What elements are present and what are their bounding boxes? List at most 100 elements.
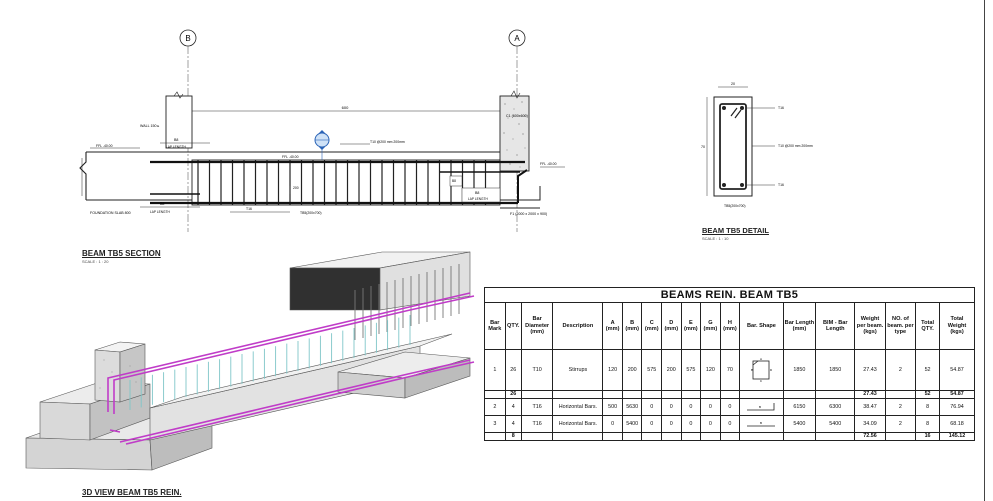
- section-scale: SCALE : 1 : 20: [82, 259, 109, 264]
- section-title: BEAM TB5 SECTION: [82, 249, 161, 258]
- cell-tw: 76.94: [939, 398, 975, 416]
- cell-wpb: 27.43: [854, 349, 886, 391]
- detail-dim-h: 70: [701, 145, 705, 149]
- cell-desc: Horizontal Bars.: [552, 415, 604, 433]
- svg-text:B: B: [760, 421, 762, 425]
- lap-left2: LAP LENGTH: [150, 210, 170, 214]
- column-label: C1 (600x600): [506, 114, 528, 118]
- cell-mark: 3: [484, 415, 506, 433]
- grid-label-a: A: [514, 34, 520, 43]
- cell-qty: 4: [504, 398, 522, 416]
- cell-mark: 2: [484, 398, 506, 416]
- cell-a: 120: [602, 349, 623, 391]
- lap-left: LAP LENGTH: [166, 145, 186, 149]
- col-description: Description: [552, 302, 604, 350]
- stirrup-group: [197, 160, 487, 205]
- svg-text:A: A: [760, 357, 762, 361]
- sheet-border: [984, 0, 985, 501]
- left-wall: [165, 95, 193, 149]
- cell-tw: 68.18: [939, 415, 975, 433]
- table-header-row: Bar Mark QTY. Bar Diameter (mm) Descript…: [484, 302, 975, 350]
- b8-right-b: B8: [452, 179, 456, 183]
- tag-stirrup: T10 @200 mm 200mm: [370, 140, 405, 144]
- view3d-model: [25, 251, 475, 471]
- cell-dia: T16: [520, 398, 554, 416]
- col-bar-length: Bar Length (mm): [782, 302, 817, 350]
- col-e: E (mm): [680, 302, 702, 350]
- detail-tag-3: T16: [778, 183, 784, 187]
- b8-left-b: B8: [160, 202, 164, 206]
- subtotal-tqty: 52: [915, 390, 941, 399]
- cell-len: 5400: [782, 415, 817, 433]
- svg-text:D: D: [770, 368, 773, 372]
- cell-tqty: 52: [915, 349, 941, 391]
- cell-bim: 1850: [815, 349, 856, 391]
- column-hatch: [503, 101, 526, 168]
- b8-right-a: B8: [475, 191, 479, 195]
- l-bar-shape-icon: B: [747, 403, 775, 411]
- table-row: 3 4 T16 Horizontal Bars. 0 5400 0 0 0 0 …: [484, 415, 975, 433]
- stirrup-group-3d: [129, 315, 411, 410]
- cell-tqty: 8: [915, 398, 941, 416]
- foundation-slab: [79, 151, 500, 201]
- svg-text:B: B: [751, 368, 753, 372]
- table-title: BEAMS REIN. BEAM TB5: [484, 287, 975, 303]
- cell-b: 5630: [621, 398, 643, 416]
- col-g: G (mm): [700, 302, 721, 350]
- cell-dia: T10: [520, 349, 554, 391]
- cell-e: 575: [680, 349, 702, 391]
- subtotal-wpb: 27.43: [854, 390, 886, 399]
- bar-hook-right: [517, 169, 528, 203]
- detail-dim-w: 20: [731, 82, 735, 86]
- detail-title: BEAM TB5 DETAIL: [702, 226, 769, 235]
- subtotal-tw: 54.87: [939, 390, 975, 399]
- table-row: 1 26 T10 Stirrups 120 200 575 200 575 12…: [484, 349, 975, 391]
- cell-desc: Horizontal Bars.: [552, 398, 604, 416]
- cell-tqty: 8: [915, 415, 941, 433]
- detail-scale: SCALE : 1 : 10: [702, 236, 729, 241]
- col-h: H (mm): [719, 302, 741, 350]
- col-bar-shape: Bar. Shape: [739, 302, 784, 350]
- cell-qty: 26: [504, 349, 522, 391]
- cell-b: 5400: [621, 415, 643, 433]
- cell-desc: Stirrups: [552, 349, 604, 391]
- cell-shape-straight: B: [739, 415, 784, 433]
- cell-c: 0: [641, 415, 663, 433]
- cell-nob: 2: [884, 415, 917, 433]
- pad-footing: [500, 186, 541, 209]
- col-d: D (mm): [661, 302, 682, 350]
- detail-tag-2: T10 @200 mm 200mm: [778, 144, 813, 148]
- cell-len: 1850: [782, 349, 817, 391]
- cell-a: 500: [602, 398, 623, 416]
- cell-bim: 5400: [815, 415, 856, 433]
- col-b: B (mm): [621, 302, 643, 350]
- dim-text-top: 600: [342, 105, 349, 110]
- cell-h: 70: [719, 349, 741, 391]
- svg-text:200: 200: [293, 186, 299, 190]
- cell-bim: 6300: [815, 398, 856, 416]
- cell-tw: 54.87: [939, 349, 975, 391]
- detail-stirrup: [719, 103, 747, 190]
- tag-tb5: TB5(200x700): [300, 211, 322, 215]
- col-no-beam: NO. of beam. per type: [884, 302, 917, 350]
- view3d-title: 3D VIEW BEAM TB5 REIN.: [82, 488, 182, 497]
- grid-label-b: B: [185, 34, 190, 43]
- cell-d: 200: [661, 349, 682, 391]
- cell-mark: 1: [484, 349, 506, 391]
- col-c: C (mm): [641, 302, 663, 350]
- cell-dia: T16: [520, 415, 554, 433]
- cell-e: 0: [680, 415, 702, 433]
- foundation-label: FOUNDATION SLAB 800: [90, 211, 131, 215]
- cell-shape-stirrup: A B C D: [739, 349, 784, 391]
- b8-left-a: B8: [174, 138, 178, 142]
- col-qty: QTY.: [504, 302, 522, 350]
- cell-c: 0: [641, 398, 663, 416]
- cell-wpb: 38.47: [854, 398, 886, 416]
- cell-d: 0: [661, 398, 682, 416]
- subtotal-qty: 26: [504, 390, 522, 399]
- cell-shape-lbar: B: [739, 398, 784, 416]
- cell-g: 0: [700, 398, 721, 416]
- main-bars-3d: [107, 292, 475, 445]
